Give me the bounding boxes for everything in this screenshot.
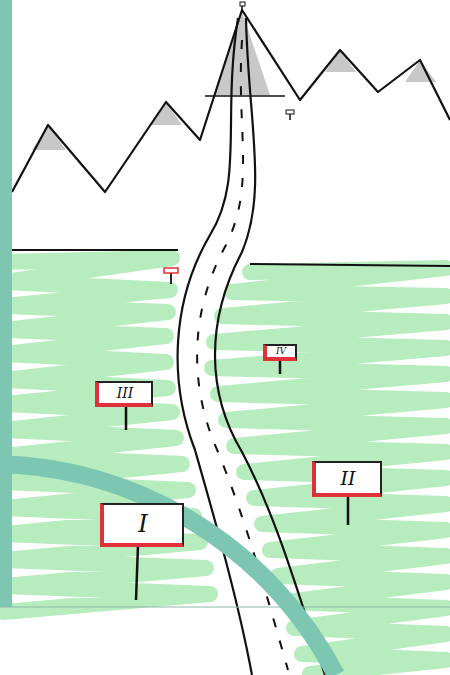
- horizon-line: [250, 264, 450, 266]
- sign-numeral: III: [117, 386, 134, 400]
- sign-numeral: IV: [276, 347, 286, 356]
- numbered-sign: II: [312, 461, 382, 497]
- sign-numeral: I: [138, 512, 147, 536]
- numbered-sign: IV: [263, 344, 297, 361]
- side-bar: [0, 0, 12, 607]
- snow-line: [205, 95, 285, 97]
- teal-arc: [0, 464, 336, 675]
- rule-line: [0, 607, 450, 608]
- summit-flag: [240, 2, 245, 6]
- blank-sign: [164, 110, 294, 284]
- horizon-line: [12, 249, 178, 251]
- numbered-sign: I: [100, 503, 184, 547]
- sign-numeral: II: [340, 469, 355, 488]
- numbered-sign: III: [95, 381, 153, 407]
